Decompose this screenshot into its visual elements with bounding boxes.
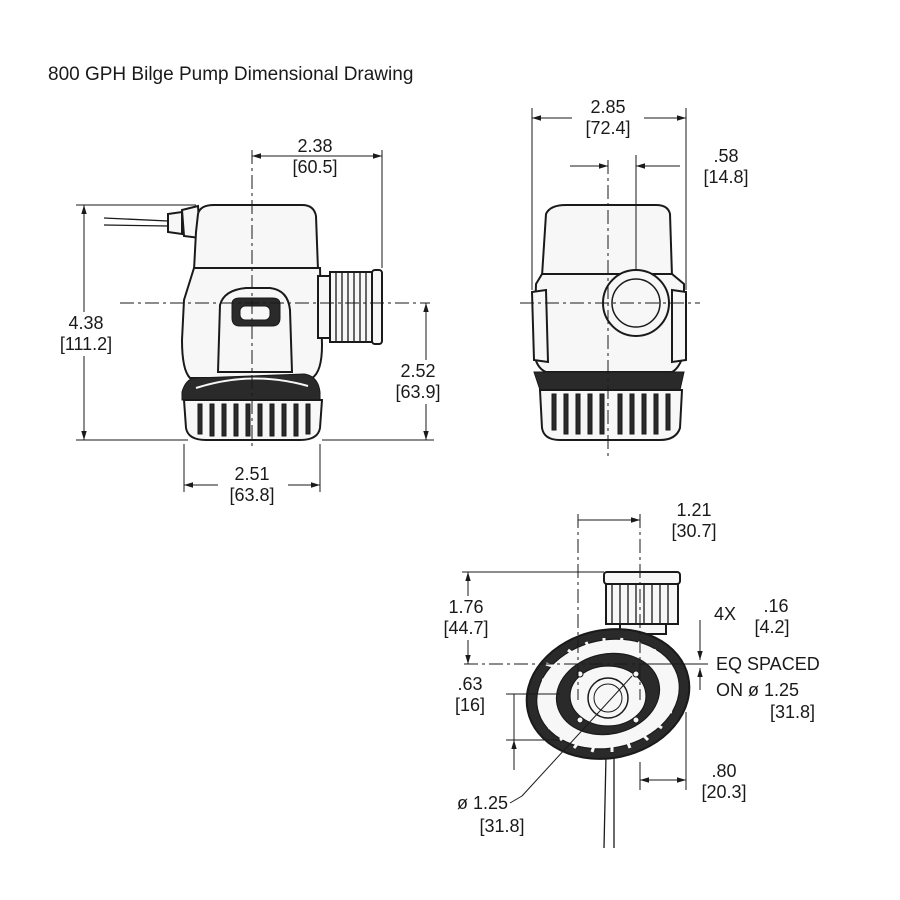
side-outlet-height-label: 2.52 bbox=[400, 361, 435, 381]
front-view: 2.85 [72.4] .58 [14.8] bbox=[520, 96, 749, 456]
hole-count-label: 4X bbox=[714, 604, 736, 624]
hole-size-mm-label: [4.2] bbox=[754, 617, 789, 637]
side-width-label: 2.38 bbox=[297, 136, 332, 156]
front-outlet-offset-label: .58 bbox=[713, 146, 738, 166]
side-height-label: 4.38 bbox=[68, 313, 103, 333]
bolt-circle-label: ø 1.25 bbox=[457, 793, 508, 813]
side-base-width-mm-label: [63.8] bbox=[229, 485, 274, 505]
drawing-title: 800 GPH Bilge Pump Dimensional Drawing bbox=[48, 64, 413, 85]
bottom-base-offset-label: .80 bbox=[711, 761, 736, 781]
bottom-outlet-reach-label: 1.76 bbox=[448, 597, 483, 617]
side-base-width-label: 2.51 bbox=[234, 464, 269, 484]
bottom-outlet-offset-mm-label: [30.7] bbox=[671, 521, 716, 541]
hole-circle-label: ON ø 1.25 bbox=[716, 680, 799, 700]
side-outlet-height-mm-label: [63.9] bbox=[395, 382, 440, 402]
front-width-label: 2.85 bbox=[590, 97, 625, 117]
side-height-mm-label: [111.2] bbox=[60, 334, 112, 354]
bolt-circle-mm-label: [31.8] bbox=[479, 816, 524, 836]
bottom-base-offset-mm-label: [20.3] bbox=[701, 782, 746, 802]
front-outlet-offset-mm-label: [14.8] bbox=[703, 167, 748, 187]
bottom-slot-offset-label: .63 bbox=[457, 674, 482, 694]
side-view: 2.38 [60.5] 4.38 [111.2] 2.52 [63.9] 2.5… bbox=[46, 136, 458, 508]
bottom-outlet-reach-mm-label: [44.7] bbox=[443, 618, 488, 638]
bottom-outlet-offset-label: 1.21 bbox=[676, 500, 711, 520]
bottom-slot-offset-mm-label: [16] bbox=[455, 695, 485, 715]
front-width-mm-label: [72.4] bbox=[585, 118, 630, 138]
hole-circle-mm-label: [31.8] bbox=[770, 702, 815, 722]
hole-spacing-label: EQ SPACED bbox=[716, 654, 820, 674]
side-width-mm-label: [60.5] bbox=[292, 157, 337, 177]
hole-size-label: .16 bbox=[763, 596, 788, 616]
bottom-view: 1.21 [30.7] 1.76 [44.7] .63 [16] 4X .16 … bbox=[434, 500, 820, 849]
